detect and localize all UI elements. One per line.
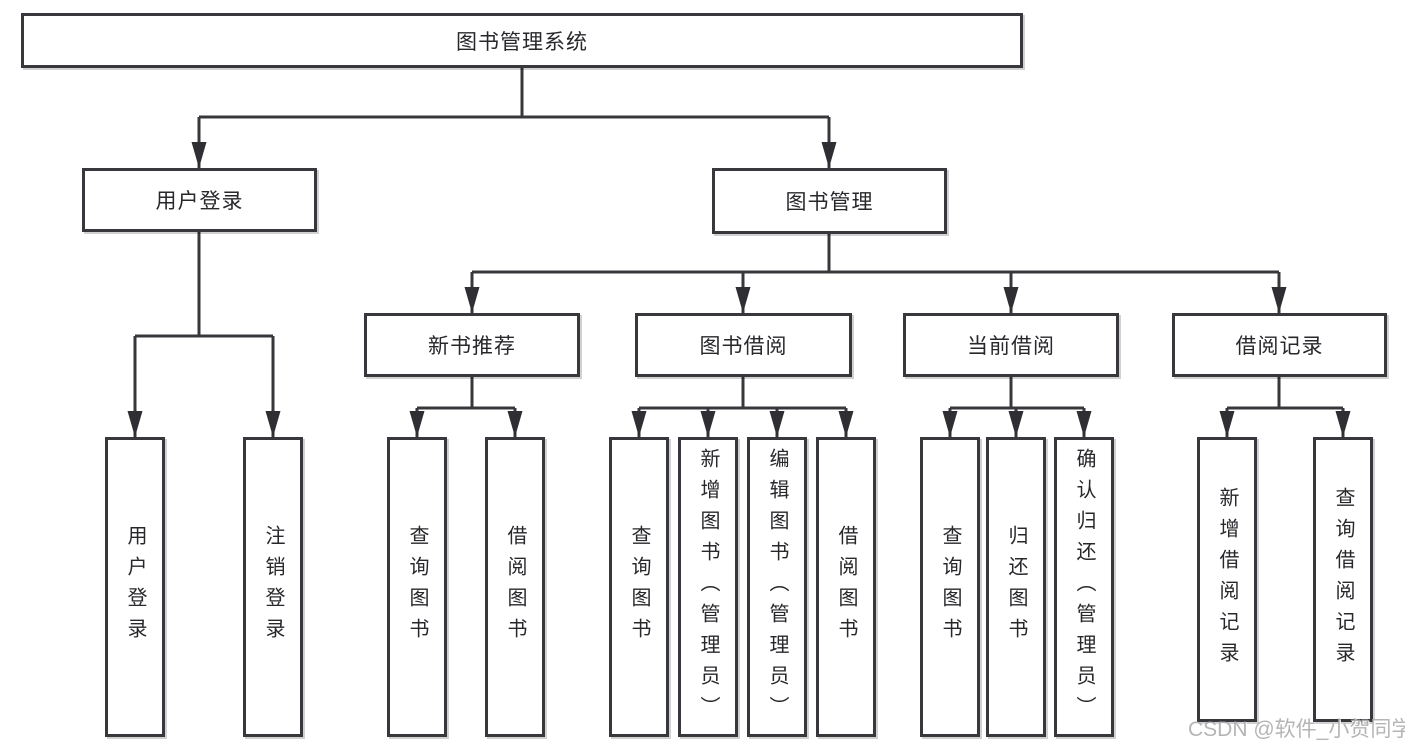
edge-borrowing-records-to-leaves <box>1225 377 1345 437</box>
leaf-return-books: 归还图书 <box>986 437 1046 737</box>
node-book-borrowing: 图书借阅 <box>635 313 852 377</box>
leaf-query-books-current: 查询图书 <box>920 437 980 737</box>
csdn-watermark: CSDN @软件_小贺同学 <box>1188 718 1405 741</box>
leaf-logout: 注销登录 <box>243 437 303 737</box>
arrowhead-icon <box>409 411 425 437</box>
arrowhead-icon <box>1271 287 1287 313</box>
node-book-management: 图书管理 <box>712 168 947 234</box>
edge-root-to-level1 <box>197 68 831 168</box>
leaf-query-books-recommend: 查询图书 <box>387 437 447 737</box>
arrowhead-icon <box>1219 411 1235 437</box>
arrowhead-icon <box>507 411 523 437</box>
arrowhead-icon <box>838 411 854 437</box>
edge-book-management-to-level2 <box>470 234 1281 313</box>
node-book-management-system: 图书管理系统 <box>21 13 1023 68</box>
arrowhead-icon <box>1003 287 1019 313</box>
edge-user-login-to-leaves <box>133 232 275 437</box>
leaf-borrow-books-recommend: 借阅图书 <box>485 437 545 737</box>
arrowhead-icon <box>127 411 143 437</box>
arrowhead-icon <box>942 411 958 437</box>
connector-arrowheads <box>127 142 1351 437</box>
arrowhead-icon <box>1335 411 1351 437</box>
leaf-borrow-books-borrowing: 借阅图书 <box>816 437 876 737</box>
arrowhead-icon <box>735 287 751 313</box>
leaf-add-borrowing-record: 新增借阅记录 <box>1197 437 1257 722</box>
node-current-borrowing: 当前借阅 <box>903 313 1119 377</box>
arrowhead-icon <box>265 411 281 437</box>
leaf-query-borrowing-record: 查询借阅记录 <box>1313 437 1373 722</box>
leaf-edit-books-admin: 编辑图书（管理员） <box>747 437 807 737</box>
edge-book-borrowing-to-leaves <box>637 377 848 437</box>
leaf-add-books-admin: 新增图书（管理员） <box>678 437 738 737</box>
arrowhead-icon <box>769 411 785 437</box>
arrowhead-icon <box>821 142 837 168</box>
arrowhead-icon <box>631 411 647 437</box>
node-new-book-recommendation: 新书推荐 <box>364 313 580 377</box>
arrowhead-icon <box>191 142 207 168</box>
leaf-user-login: 用户登录 <box>105 437 165 737</box>
edge-new-book-recommendation-to-leaves <box>415 377 517 437</box>
arrowhead-icon <box>1008 411 1024 437</box>
connector-lines <box>133 68 1345 437</box>
node-user-login: 用户登录 <box>82 168 317 232</box>
node-borrowing-records: 借阅记录 <box>1172 313 1387 377</box>
arrowhead-icon <box>464 287 480 313</box>
leaf-confirm-return-admin: 确认归还（管理员） <box>1054 437 1114 737</box>
arrowhead-icon <box>1076 411 1092 437</box>
arrowhead-icon <box>700 411 716 437</box>
leaf-query-books-borrowing: 查询图书 <box>609 437 669 737</box>
